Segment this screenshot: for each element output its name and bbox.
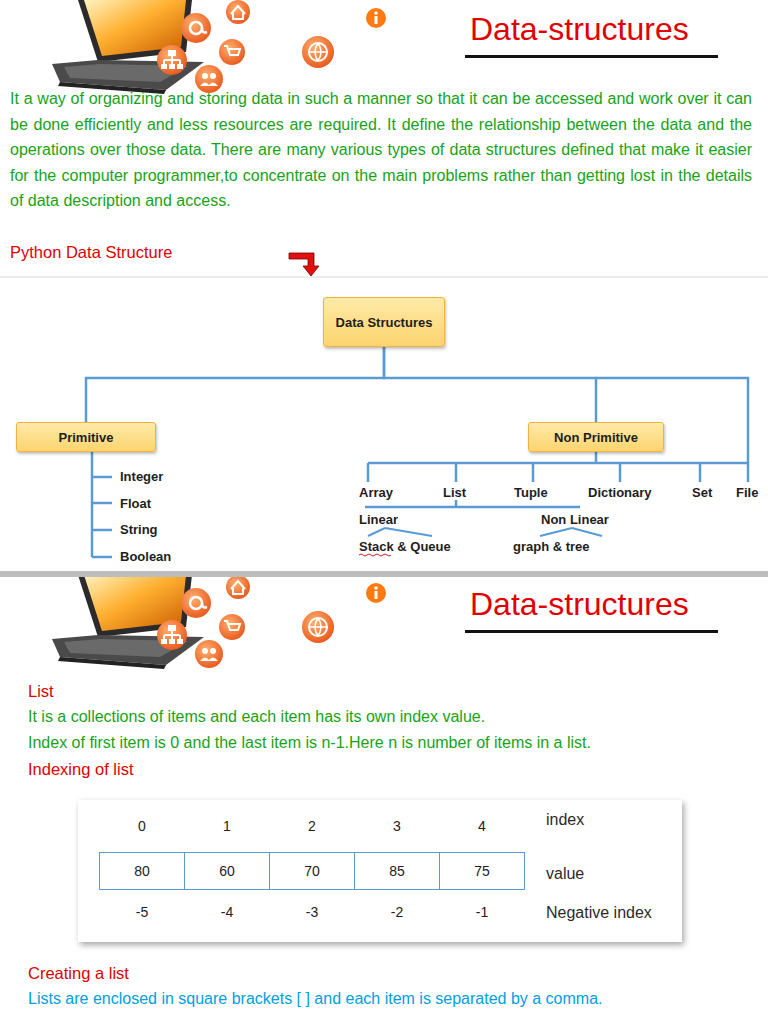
tree-lines [92,378,748,557]
category-box: Primitive [16,422,156,452]
body-paragraph: It a way of organizing and storing data … [10,86,752,214]
row-label: value [546,864,584,884]
table-panel [78,800,682,942]
index-number: 0 [122,817,162,835]
value-cell: 80 [99,852,185,890]
value-cell: 85 [354,852,440,890]
body-line: Index of first item is 0 and the last it… [28,732,591,754]
tree-leaf: File [736,485,758,501]
tree-leaf: Float [120,496,151,512]
category-box: Non Primitive [528,422,664,452]
laptop-illustration [52,575,386,669]
tree-leaf: Array [359,485,393,501]
section-heading: Python Data Structure [10,241,172,263]
panel-edge [0,276,768,278]
non-primitive-branch [368,452,748,482]
cell-value: 75 [474,862,490,880]
index-number: -4 [207,903,247,921]
tree-leaf: Stack & Queue [359,539,451,555]
row-label: index [546,810,584,830]
title-underline [465,55,718,58]
laptop-illustration [52,0,386,94]
index-number: -3 [292,903,332,921]
panel-shadow [0,571,768,577]
tree-leaf: Integer [120,469,163,485]
leaf-branch [368,528,602,536]
primitive-branch [92,452,112,557]
box-label: Non Primitive [554,429,638,446]
tree-leaf: Non Linear [541,512,609,528]
section-heading: Creating a list [28,962,129,984]
row-label: Negative index [546,903,652,923]
index-number: -1 [462,903,502,921]
box-label: Primitive [59,429,114,446]
tree-leaf: List [443,485,466,501]
index-number: 4 [462,817,502,835]
index-number: 2 [292,817,332,835]
value-cell: 70 [269,852,355,890]
tree-leaf: Boolean [120,549,171,565]
index-number: 1 [207,817,247,835]
slide-title: Data-structures [470,10,689,48]
tree-leaf: Dictionary [588,485,652,501]
section-heading: Indexing of list [28,758,133,780]
red-arrow-icon [289,253,319,276]
index-number: 3 [377,817,417,835]
tree-leaf: graph & tree [513,539,590,555]
value-cell: 75 [439,852,525,890]
box-label: Data Structures [336,314,433,331]
title-underline [465,630,718,633]
tree-leaf: Tuple [514,485,548,501]
tree-leaf: Linear [359,512,398,528]
index-number: -5 [122,903,162,921]
value-cell: 60 [184,852,270,890]
spell-squiggle [359,554,391,556]
cell-value: 60 [219,862,235,880]
index-number: -2 [377,903,417,921]
category-box: Data Structures [323,297,445,347]
body-line: It is a collections of items and each it… [28,706,485,728]
section-heading: List [28,680,54,702]
cell-value: 70 [304,862,320,880]
connector [384,347,596,422]
tree-leaf: String [120,522,158,538]
slide-title: Data-structures [470,585,689,623]
cell-value: 80 [134,862,150,880]
linear-branch [365,500,580,507]
tree-leaf: Set [692,485,712,501]
body-line: Lists are enclosed in square brackets [ … [28,988,603,1010]
cell-value: 85 [389,862,405,880]
connector [86,347,384,422]
